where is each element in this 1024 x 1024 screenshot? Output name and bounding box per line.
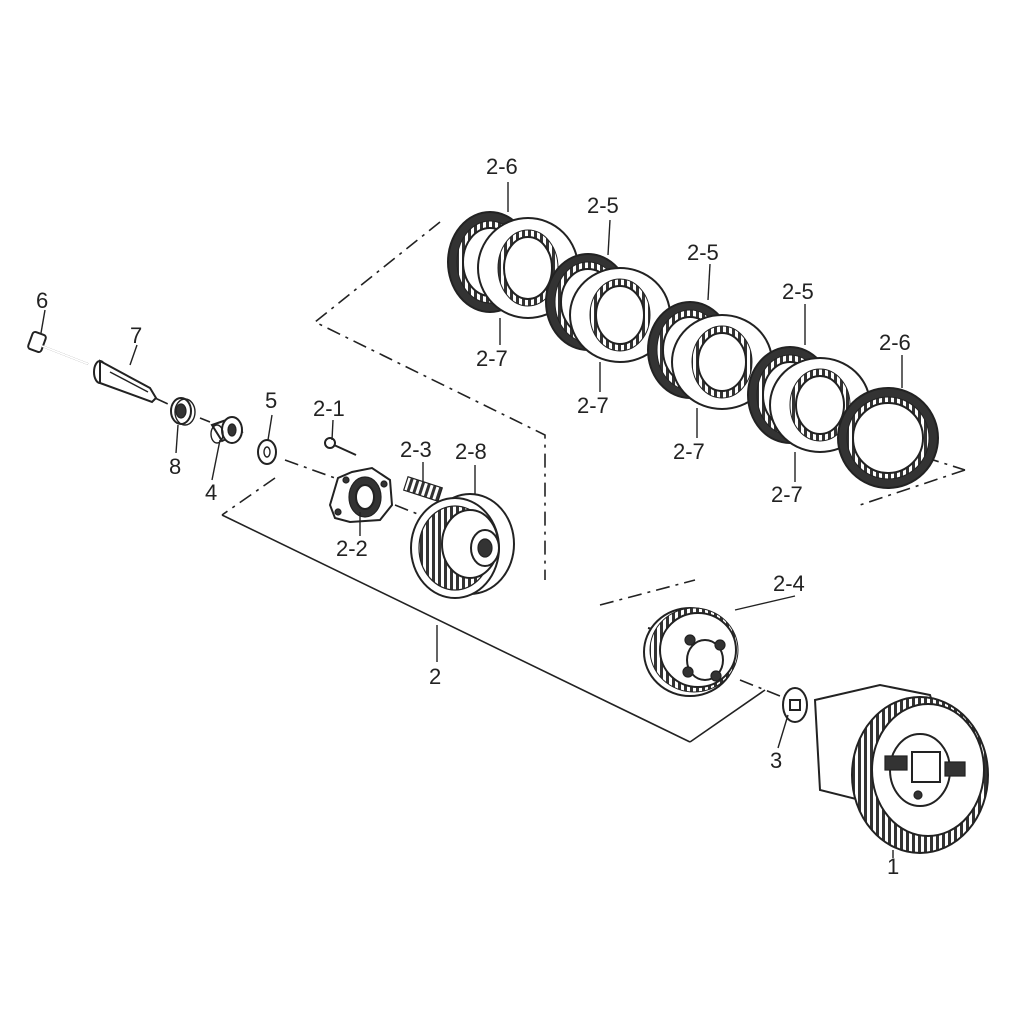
- label-part-6: 6: [36, 288, 48, 313]
- part-2-4-pressure-plate: [643, 607, 739, 697]
- part-2-3-spring: [402, 476, 444, 502]
- label-part-2-5-c: 2-5: [782, 279, 814, 304]
- label-part-1: 1: [887, 854, 899, 879]
- label-part-7: 7: [130, 323, 142, 348]
- label-part-2-5-b: 2-5: [687, 240, 719, 265]
- label-part-4: 4: [205, 480, 217, 505]
- label-part-2-7-b: 2-7: [577, 393, 609, 418]
- clutch-plates-stack: [447, 211, 939, 489]
- part-2-8-clutch-center: [410, 493, 515, 599]
- label-part-2-7-d: 2-7: [771, 482, 803, 507]
- label-part-2-4: 2-4: [773, 571, 805, 596]
- part-1-clutch-housing: [813, 683, 989, 854]
- part-labels: 6 7 8 4 5 2-1 2-2 2-3 2-8 2 2-6 2-5 2-5 …: [36, 154, 911, 879]
- label-part-8: 8: [169, 454, 181, 479]
- part-8-nut: [170, 397, 196, 426]
- group-outline-lines: [154, 221, 966, 743]
- part-2-2-lifter-plate: [328, 466, 394, 524]
- label-part-2: 2: [429, 664, 441, 689]
- label-part-2-1: 2-1: [313, 396, 345, 421]
- part-2-6-friction-plate-right: [837, 387, 939, 489]
- label-part-2-2: 2-2: [336, 536, 368, 561]
- label-part-2-5-a: 2-5: [587, 193, 619, 218]
- label-part-2-6-right: 2-6: [879, 330, 911, 355]
- label-part-3: 3: [770, 748, 782, 773]
- leader-lines: [40, 182, 903, 858]
- part-2-7-steel-plate-b: [569, 267, 671, 363]
- part-3-washer: [782, 687, 808, 723]
- part-4-bearing: [210, 416, 244, 444]
- part-2-1-bolt: [324, 437, 357, 456]
- part-2-7-steel-plate-c: [671, 314, 773, 410]
- label-part-2-8: 2-8: [455, 439, 487, 464]
- part-7-pushrod: [93, 359, 158, 404]
- label-part-5: 5: [265, 388, 277, 413]
- label-part-2-7-a: 2-7: [476, 346, 508, 371]
- label-part-2-6-left: 2-6: [486, 154, 518, 179]
- part-5-washer: [257, 439, 277, 465]
- label-part-2-3: 2-3: [400, 437, 432, 462]
- part-6-bolt: [27, 330, 89, 365]
- label-part-2-7-c: 2-7: [673, 439, 705, 464]
